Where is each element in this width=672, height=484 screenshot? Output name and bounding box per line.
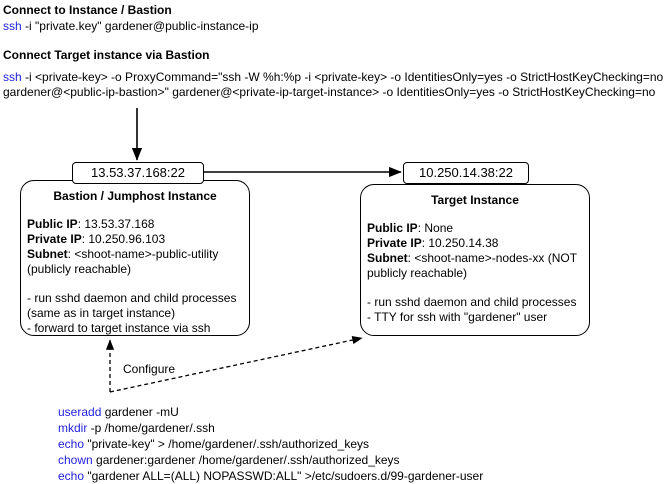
edge-label-configure: Configure	[121, 362, 178, 376]
field-value: : 13.53.37.168	[77, 217, 155, 231]
field-key: Private IP	[27, 232, 82, 246]
field-key: Public IP	[367, 221, 418, 235]
field-value: : <shoot-name>-public-utility	[67, 247, 219, 261]
command-keyword: ssh	[3, 19, 22, 33]
bastion-field-public-ip: Public IP: 13.53.37.168	[27, 217, 243, 232]
field-value: : <shoot-name>-nodes-xx (NOT	[407, 251, 578, 265]
script-line: echo "private-key" > /home/gardener/.ssh…	[58, 436, 483, 452]
field-value: : None	[417, 221, 454, 235]
bastion-instance-box: Bastion / Jumphost Instance Public IP: 1…	[20, 180, 250, 336]
bastion-port-label: 13.53.37.168:22	[72, 162, 204, 184]
target-field-private-ip: Private IP: 10.250.14.38	[367, 236, 583, 251]
spacer	[27, 277, 243, 291]
script-keyword: echo	[58, 469, 85, 483]
command-args: -i "private.key" gardener@public-instanc…	[21, 19, 259, 33]
field-key: Subnet	[27, 247, 68, 261]
bastion-bullet: (same as in target instance)	[27, 306, 176, 320]
target-bullet: - TTY for ssh with "gardener" user	[367, 310, 548, 324]
bastion-title: Bastion / Jumphost Instance	[53, 189, 217, 203]
command-args: -i <private-key> -o ProxyCommand="ssh -W…	[21, 70, 664, 84]
script-args: -p /home/gardener/.ssh	[87, 421, 215, 435]
field-key: Public IP	[27, 217, 78, 231]
field-value: : 10.250.14.38	[421, 236, 499, 250]
heading-connect-target: Connect Target instance via Bastion	[3, 48, 210, 62]
command-connect-target-line2: gardener@<public-ip-bastion>" gardener@<…	[3, 85, 656, 99]
script-args: "gardener ALL=(ALL) NOPASSWD:ALL" >/etc/…	[84, 469, 484, 483]
provisioning-script-block: useradd gardener -mU mkdir -p /home/gard…	[58, 404, 483, 484]
target-field-subnet: Subnet: <shoot-name>-nodes-xx (NOT	[367, 251, 583, 266]
script-keyword: echo	[58, 437, 85, 451]
target-port-label: 10.250.14.38:22	[403, 162, 529, 184]
command-keyword: ssh	[3, 70, 22, 84]
script-keyword: chown	[58, 453, 93, 467]
spacer	[367, 281, 583, 295]
script-keyword: useradd	[58, 405, 102, 419]
script-args: gardener -mU	[101, 405, 179, 419]
bastion-reachability-note: (publicly reachable)	[27, 262, 132, 276]
target-reachability-note: publicly reachable)	[367, 266, 468, 280]
field-key: Private IP	[367, 236, 422, 250]
script-line: useradd gardener -mU	[58, 404, 483, 420]
target-title: Target Instance	[431, 193, 519, 207]
script-line: echo "gardener ALL=(ALL) NOPASSWD:ALL" >…	[58, 468, 483, 484]
script-args: "private-key" > /home/gardener/.ssh/auth…	[84, 437, 370, 451]
bastion-field-subnet: Subnet: <shoot-name>-public-utility	[27, 247, 243, 262]
target-bullet: - run sshd daemon and child processes	[367, 295, 577, 309]
heading-connect-bastion: Connect to Instance / Bastion	[3, 3, 172, 17]
command-connect-bastion: ssh -i "private.key" gardener@public-ins…	[3, 19, 259, 34]
script-keyword: mkdir	[58, 421, 88, 435]
field-key: Subnet	[367, 251, 408, 265]
script-line: mkdir -p /home/gardener/.ssh	[58, 420, 483, 436]
bastion-bullet: - run sshd daemon and child processes	[27, 291, 237, 305]
field-value: : 10.250.96.103	[81, 232, 166, 246]
target-instance-box: Target Instance Public IP: None Private …	[360, 184, 590, 336]
bastion-field-private-ip: Private IP: 10.250.96.103	[27, 232, 243, 247]
bastion-bullet: - forward to target instance via ssh	[27, 321, 211, 335]
target-field-public-ip: Public IP: None	[367, 221, 583, 236]
command-connect-target-line1: ssh -i <private-key> -o ProxyCommand="ss…	[3, 70, 663, 85]
script-line: chown gardener:gardener /home/gardener/.…	[58, 452, 483, 468]
script-args: gardener:gardener /home/gardener/.ssh/au…	[92, 453, 400, 467]
